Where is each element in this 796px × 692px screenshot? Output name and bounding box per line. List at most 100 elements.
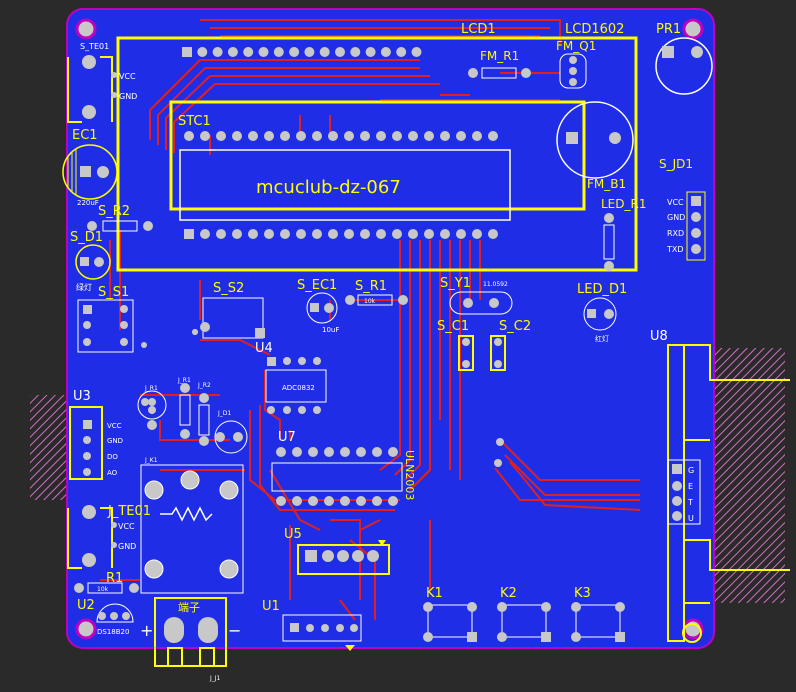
copper-traces: [100, 19, 641, 621]
terminal-label: 端子: [178, 601, 200, 614]
s-d1-outline: [75, 244, 111, 280]
label-lcd1602: LCD1602: [565, 22, 624, 37]
stc1-body: [179, 149, 511, 221]
pad: [258, 47, 269, 57]
pr1-pad-1: [662, 46, 674, 58]
label-lcd1: LCD1: [461, 22, 496, 37]
fm-b1-pad-1: [566, 132, 578, 144]
u3-ao: AO: [107, 469, 118, 477]
pad: [280, 131, 290, 141]
s-te01-pad-1: [82, 55, 96, 69]
pad: [411, 47, 422, 57]
label-u5: U5: [284, 527, 302, 542]
pad: [243, 47, 254, 57]
pad: [328, 131, 338, 141]
label-stc1: STC1: [178, 114, 211, 129]
u8-pin-t: T: [687, 498, 693, 507]
board-outline: [66, 8, 715, 649]
s-jd1-vcc: VCC: [667, 198, 684, 207]
s-jd1-pads: [691, 196, 701, 254]
pad: [488, 229, 498, 239]
label-u3: U3: [73, 389, 91, 404]
pad: [197, 47, 208, 57]
pad: [392, 131, 402, 141]
pad: [360, 229, 370, 239]
label-u7: U7: [278, 430, 296, 445]
pad: [296, 131, 306, 141]
s-jd1-outline: [686, 191, 706, 261]
pad: [232, 131, 242, 141]
s-ec1-outline: [306, 292, 338, 324]
pad: [200, 131, 210, 141]
s-s1-body: [77, 299, 134, 353]
label-j-k1: J_K1: [144, 457, 158, 464]
u3-outline: [69, 406, 103, 480]
led-d1-color: 红灯: [595, 334, 609, 343]
u8-pin-u: U: [688, 514, 694, 523]
label-u4: U4: [255, 341, 273, 356]
s-s2-body: [202, 297, 264, 339]
u7-pads: [276, 447, 398, 506]
fm-r1-pad-2: [521, 68, 531, 78]
terminal-plus: +: [140, 621, 153, 640]
s-d1-color: 绿灯: [76, 282, 92, 292]
pad: [248, 131, 258, 141]
u5-outline: [297, 544, 390, 575]
u3-gnd: GND: [107, 437, 123, 445]
label-s-te01: S_TE01: [80, 42, 109, 51]
pad: [472, 229, 482, 239]
pad: [216, 229, 226, 239]
pad: [335, 47, 345, 57]
pad: [440, 229, 450, 239]
label-s-r1: S_R1: [355, 279, 387, 294]
label-led-d1: LED_D1: [577, 282, 627, 297]
pad: [292, 496, 302, 506]
label-s-y1: S_Y1: [440, 276, 471, 291]
label-s-r2: S_R2: [98, 204, 130, 219]
label-fm-q1: FM_Q1: [556, 39, 596, 53]
label-u2: U2: [77, 598, 95, 613]
s-y1-body: [449, 291, 513, 315]
u4-body: [265, 369, 327, 403]
u7-part: ULN2003: [403, 450, 416, 500]
pad: [312, 229, 322, 239]
pad: [360, 131, 370, 141]
pad: [372, 447, 382, 457]
pad: [212, 47, 223, 57]
pad: [388, 447, 398, 457]
pad: [408, 131, 418, 141]
s-te01-vcc: VCC: [119, 72, 136, 81]
lcd-header-pads: [182, 47, 422, 57]
stc-bottom-pads: [184, 229, 498, 239]
u1-outline: [282, 614, 362, 642]
u8-pin-g: G: [688, 466, 694, 475]
pad: [312, 131, 322, 141]
label-s-s2: S_S2: [213, 281, 244, 296]
pcb-title: mcuclub-dz-067: [256, 177, 401, 198]
label-u8: U8: [650, 329, 668, 344]
u3-pads: [83, 420, 92, 476]
pad: [356, 496, 366, 506]
lcd1-outline: [116, 36, 638, 272]
pad: [340, 496, 350, 506]
pad: [350, 47, 361, 57]
key-k3: K3: [571, 586, 625, 642]
pad: [344, 131, 354, 141]
pad: [372, 496, 382, 506]
pad: [319, 47, 330, 57]
pad: [248, 229, 258, 239]
s-te01-gnd: GND: [119, 92, 137, 101]
pad: [365, 47, 376, 57]
u2-part: DS18B20: [97, 628, 129, 636]
pad: [273, 47, 284, 57]
pad: [388, 496, 398, 506]
u3-vcc: VCC: [107, 422, 122, 430]
key-k1: K1: [423, 586, 477, 642]
s-jd1-gnd: GND: [667, 213, 685, 222]
label-j-d1: J_D1: [217, 410, 231, 417]
keepout-right: [715, 348, 785, 603]
pad: [324, 447, 334, 457]
led-d1-outline: [583, 297, 617, 331]
pad: [376, 229, 386, 239]
label-u1: U1: [262, 599, 280, 614]
